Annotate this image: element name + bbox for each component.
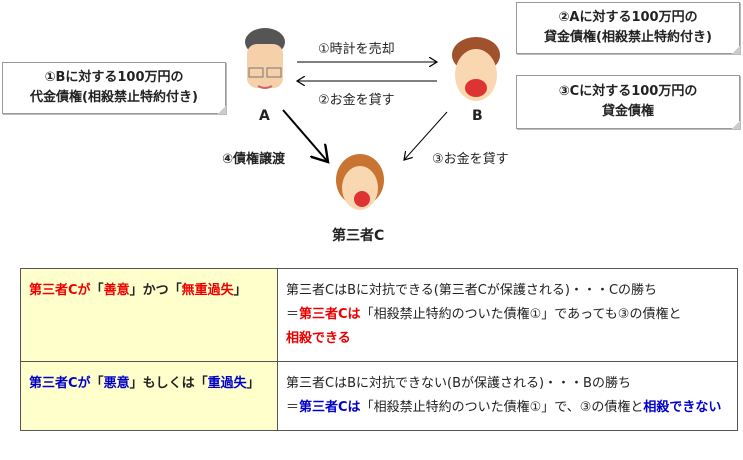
condition-bad-faith: 第三者Cが「悪意」もしくは「重過失」 — [20, 361, 278, 431]
note-line: ③Cに対する100万円の — [558, 84, 698, 99]
arrow-lend-a-label: ②お金を貸す — [318, 93, 395, 108]
note-b-claim-c: ③Cに対する100万円の貸金債権 — [516, 75, 740, 129]
note-line: 代金債権(相殺禁止特約付き) — [30, 90, 198, 105]
note-line: 貸金債権(相殺禁止特約付き) — [544, 30, 712, 45]
person-a-label: A — [259, 108, 270, 124]
person-c-label: 第三者C — [332, 228, 385, 244]
note-a-claim: ①Bに対する100万円の代金債権(相殺禁止特約付き) — [2, 62, 226, 114]
person-a-icon — [245, 28, 285, 89]
arrow-lend-c — [404, 111, 448, 160]
arrow-sell-label: ①時計を売却 — [318, 42, 395, 57]
person-c-icon — [336, 154, 384, 210]
table-row: 第三者Cが「悪意」もしくは「重過失」 第三者CはBに対抗できない(Bが保護される… — [20, 361, 738, 431]
arrow-lend-c-label: ③お金を貸す — [432, 152, 509, 167]
result-good-faith: 第三者CはBに対抗できる(第三者Cが保護される)・・・Cの勝ち＝第三者Cは「相殺… — [277, 268, 738, 362]
outcome-table: 第三者Cが「善意」かつ「無重過失」 第三者CはBに対抗できる(第三者Cが保護され… — [20, 268, 738, 431]
note-line: 貸金債権 — [601, 104, 654, 119]
note-b-claim-a: ②Aに対する100万円の貸金債権(相殺禁止特約付き) — [516, 2, 740, 54]
result-bad-faith: 第三者CはBに対抗できない(Bが保護される)・・・Bの勝ち＝第三者Cは「相殺禁止… — [277, 361, 738, 431]
table-row: 第三者Cが「善意」かつ「無重過失」 第三者CはBに対抗できる(第三者Cが保護され… — [20, 268, 738, 362]
arrow-assign-label: ④債権譲渡 — [222, 152, 286, 167]
arrow-assign — [282, 109, 328, 162]
note-line: ②Aに対する100万円の — [558, 10, 698, 25]
diagram-graphics — [245, 28, 500, 210]
note-line: ①Bに対する100万円の — [44, 70, 184, 85]
condition-good-faith: 第三者Cが「善意」かつ「無重過失」 — [20, 268, 278, 362]
person-b-label: B — [472, 108, 483, 124]
person-b-icon — [452, 37, 500, 101]
